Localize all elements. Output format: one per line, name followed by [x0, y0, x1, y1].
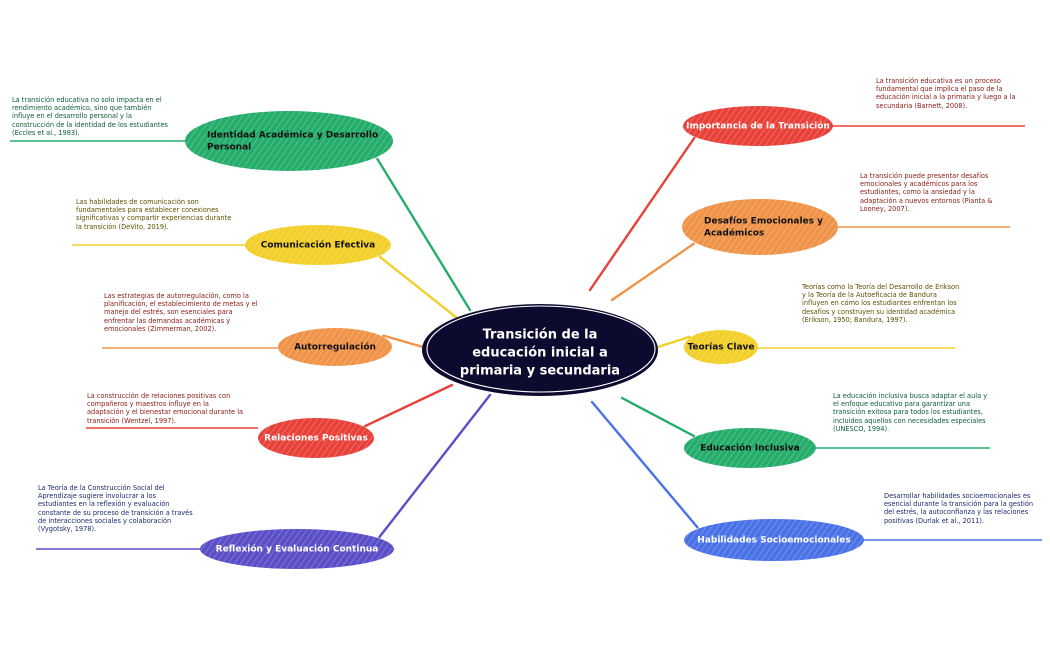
note-identidad: La transición educativa no solo impacta …: [12, 96, 168, 137]
branch-label: Teorías Clave: [687, 343, 754, 353]
connector-desafios: [610, 242, 695, 302]
branch-hatch: [684, 519, 864, 561]
note-importancia: La transición educativa es un proceso fu…: [876, 77, 1016, 110]
branch-autorregulacion[interactable]: Autorregulación: [278, 328, 392, 366]
branch-comunicacion[interactable]: Comunicación Efectiva: [245, 225, 391, 265]
note-teorias: Teorías como la Teoría del Desarrollo de…: [802, 283, 960, 324]
branch-hatch: [682, 199, 838, 255]
branch-hatch: [684, 428, 816, 468]
note-socioemocionales: Desarrollar habilidades socioemocionales…: [884, 492, 1034, 525]
branch-label: Reflexión y Evaluación Continua: [216, 544, 379, 555]
note-reflexion: La Teoría de la Construcción Social del …: [38, 484, 193, 534]
branch-hatch: [245, 225, 391, 265]
branch-socioemocionales[interactable]: Habilidades Socioemocionales: [684, 519, 864, 561]
connector-teorias: [656, 335, 691, 349]
branch-teorias[interactable]: Teorías Clave: [684, 330, 758, 364]
branch-hatch: [684, 330, 758, 364]
central-topic[interactable]: Transición de la educación inicial a prima…: [422, 304, 658, 396]
central-topic-line: primaria y secundaria: [460, 364, 620, 379]
connector-comunicacion: [378, 255, 464, 324]
branch-label: Educación Inclusiva: [700, 443, 800, 454]
connector-reflexion: [378, 393, 492, 539]
central-topic-line: Transición de la: [483, 328, 598, 343]
branch-relaciones[interactable]: Relaciones Positivas: [258, 418, 374, 458]
connector-relaciones: [364, 383, 454, 428]
branch-label: Importancia de la Transición: [686, 121, 830, 132]
branch-label: Académicos: [704, 228, 764, 239]
branch-hatch: [278, 328, 392, 366]
connector-autorregulacion: [382, 334, 425, 349]
branch-hatch: [683, 106, 833, 146]
note-desafios: La transición puede presentar desafíos e…: [860, 172, 993, 213]
branch-reflexion[interactable]: Reflexión y Evaluación Continua: [200, 529, 394, 569]
branch-label: Comunicación Efectiva: [261, 240, 375, 251]
note-autorregulacion: Las estrategias de autorregulación, como…: [104, 292, 258, 333]
connector-importancia: [588, 136, 696, 292]
branch-importancia[interactable]: Importancia de la Transición: [683, 106, 833, 146]
branch-label: Personal: [207, 143, 251, 153]
connector-socioemocionales: [590, 400, 699, 529]
branch-label: Autorregulación: [294, 342, 376, 353]
branch-hatch: [258, 418, 374, 458]
branch-label: Desafíos Emocionales y: [704, 217, 823, 227]
branch-label: Relaciones Positivas: [264, 434, 368, 444]
central-topic-outline: [426, 305, 656, 393]
branch-label: Habilidades Socioemocionales: [697, 536, 850, 546]
branch-hatch: [185, 111, 393, 171]
branch-label: Identidad Académica y Desarrollo: [207, 130, 378, 141]
connector-inclusiva: [620, 396, 696, 438]
note-inclusiva: La educación inclusiva busca adaptar el …: [833, 392, 988, 433]
note-comunicacion: Las habilidades de comunicación son fund…: [76, 198, 232, 231]
connector-identidad: [376, 157, 472, 312]
branch-hatch: [200, 529, 394, 569]
central-topic-shape: [422, 304, 658, 396]
central-topic-line: educación inicial a: [472, 346, 608, 361]
note-relaciones: La construcción de relaciones positivas …: [87, 392, 244, 425]
branch-inclusiva[interactable]: Educación Inclusiva: [684, 428, 816, 468]
